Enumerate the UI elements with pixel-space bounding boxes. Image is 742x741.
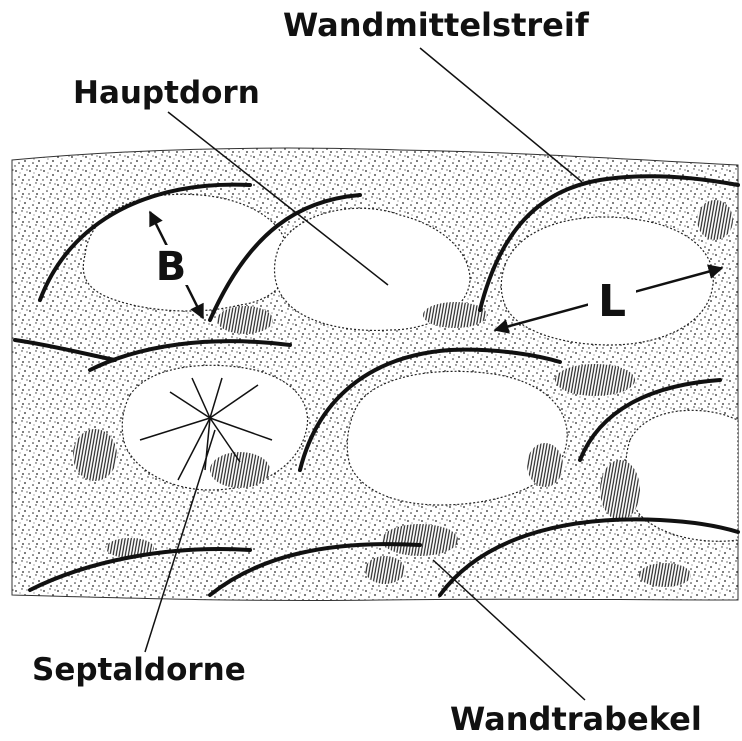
label-hauptdorn: Hauptdorn	[73, 75, 260, 111]
trabecula	[217, 306, 273, 334]
length-dimension-label: L	[598, 276, 626, 327]
width-dimension-label: B	[156, 244, 187, 290]
trabecula	[639, 563, 691, 587]
trabecula	[423, 302, 487, 328]
label-wandmittelstreif: Wandmittelstreif	[283, 6, 590, 44]
label-wandtrabekel: Wandtrabekel	[450, 700, 702, 738]
trabecula	[527, 443, 563, 487]
trabecula	[365, 556, 405, 584]
trabecula	[555, 364, 635, 396]
trabecula	[600, 460, 640, 520]
trabecula	[73, 429, 117, 481]
trabecula	[382, 524, 458, 556]
trabecula	[210, 452, 270, 488]
trabecula	[697, 200, 733, 240]
label-septaldorne: Septaldorne	[32, 652, 246, 688]
